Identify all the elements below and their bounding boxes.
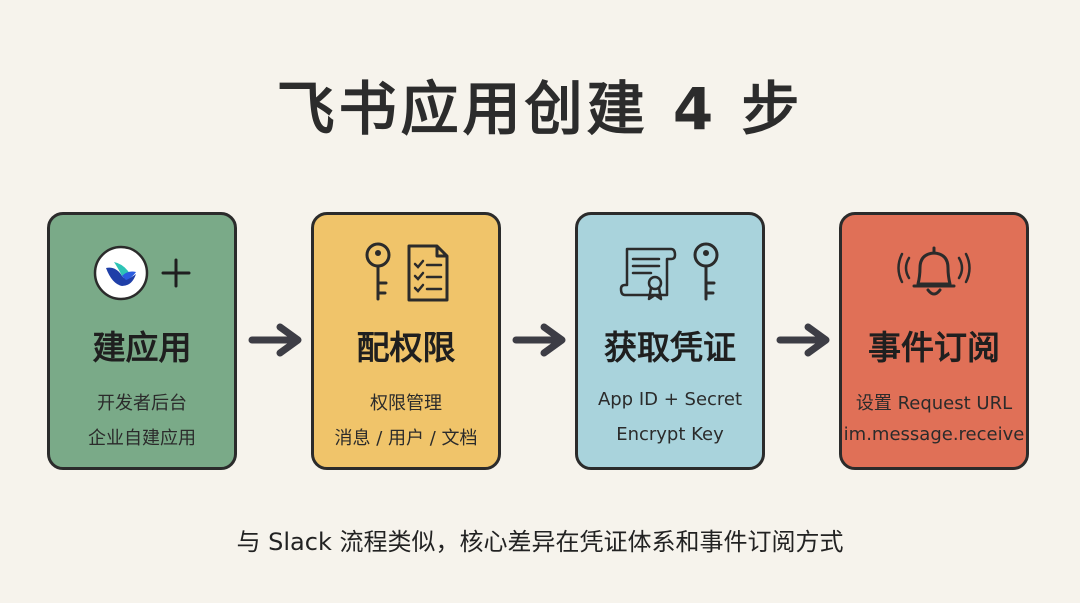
step-title: 配权限 xyxy=(356,328,456,367)
step-description-line2: im.message.receive xyxy=(843,424,1025,445)
step-title: 建应用 xyxy=(92,328,192,367)
arrow-right-icon xyxy=(512,323,566,357)
key-icon xyxy=(689,241,723,309)
step-title: 获取凭证 xyxy=(604,328,736,367)
page-title: 飞书应用创建 4 步 xyxy=(276,75,804,143)
feishu-logo-icon xyxy=(92,244,150,306)
step-description-line2: Encrypt Key xyxy=(616,424,724,445)
step-description-line2: 消息 / 用户 / 文档 xyxy=(334,428,478,449)
checklist-document-icon xyxy=(405,242,451,308)
plus-icon xyxy=(160,257,192,293)
step-card-event-subscription: 事件订阅 设置 Request URL im.message.receive xyxy=(839,212,1029,470)
arrow-right-icon xyxy=(776,323,830,357)
step-description-line1: 设置 Request URL xyxy=(855,393,1013,414)
step-description-line2: 企业自建应用 xyxy=(88,428,196,449)
certificate-scroll-icon xyxy=(617,243,679,307)
step-description-line1: 开发者后台 xyxy=(97,393,187,414)
key-icon xyxy=(361,241,395,309)
arrow-right-icon xyxy=(248,323,302,357)
step-description-line1: App ID + Secret xyxy=(597,389,743,410)
step-title: 事件订阅 xyxy=(868,328,1000,367)
step-card-configure-permissions: 配权限 权限管理 消息 / 用户 / 文档 xyxy=(311,212,501,470)
footer-note: 与 Slack 流程类似，核心差异在凭证体系和事件订阅方式 xyxy=(236,528,844,556)
step-card-get-credentials: 获取凭证 App ID + Secret Encrypt Key xyxy=(575,212,765,470)
step-description-line1: 权限管理 xyxy=(370,393,442,414)
step-card-create-app: 建应用 开发者后台 企业自建应用 xyxy=(47,212,237,470)
ringing-bell-icon xyxy=(895,242,973,308)
